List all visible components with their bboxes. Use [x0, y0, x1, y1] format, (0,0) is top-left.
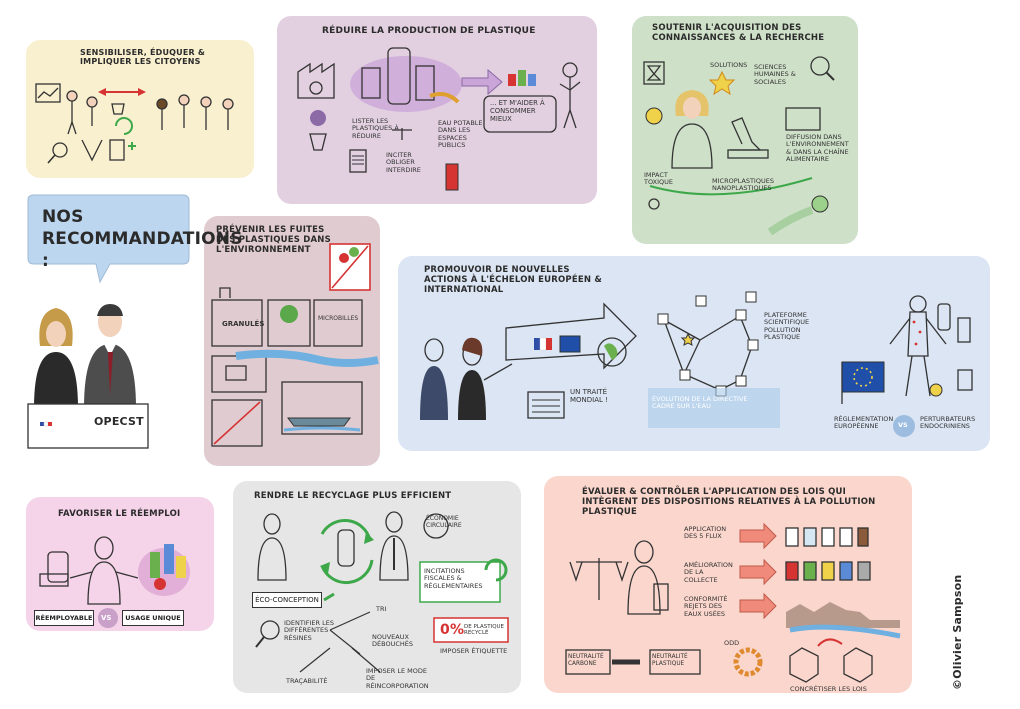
panel-reduire — [277, 16, 597, 204]
note-economie-circulaire: Économie circulaire — [426, 515, 462, 529]
note-imposer-etiquette: Imposer étiquette — [440, 647, 508, 655]
label-granules: Granulés — [222, 320, 265, 328]
note-identifier-resines: Identifier les différentes résines — [284, 619, 334, 642]
note-inciter: Inciter obliger interdire — [386, 151, 421, 174]
reemployable-box: Réemployable — [34, 610, 94, 626]
note-application-5-flux: Application des 5 flux — [684, 525, 727, 541]
note-microplastiques: Microplastiques nanoplastiques — [712, 177, 774, 193]
soutenir-title: Soutenir l'acquisition des connaissances… — [652, 23, 825, 43]
note-plastique-recycle: de plastique recyclé — [464, 624, 505, 637]
note-reglementation: Réglementation européenne — [834, 415, 894, 431]
eco-conception-box: Éco-conception — [252, 592, 322, 608]
note-consommer-mieux: ... et m'aider à consommer mieux — [490, 99, 545, 123]
panel-evaluer — [544, 476, 912, 693]
note-solutions: Solutions — [710, 61, 748, 69]
label-microbilles: Microbilles — [318, 315, 359, 322]
usage-unique-box: Usage unique — [122, 610, 184, 626]
note-nouveaux-debouches: Nouveaux débouchés — [372, 633, 413, 649]
note-lister-plastiques: Lister les plastiques à réduire — [352, 117, 399, 140]
note-neutralite-plastique: Neutralité plastique — [652, 654, 688, 667]
vs-badge: VS — [898, 421, 908, 429]
note-diffusion: Diffusion dans l'environnement & dans la… — [786, 133, 849, 164]
note-directive-eau: Évolution de la directive cadre sur l'ea… — [652, 395, 748, 411]
note-amelioration-collecte: Amélioration de la collecte — [684, 561, 733, 584]
note-perturbateurs: Perturbateurs endocriniens — [920, 415, 976, 431]
opecst-label: OPECST — [94, 415, 144, 428]
note-eau-potable: Eau potable dans les espaces publics — [438, 119, 483, 150]
note-tracabilite: Traçabilité — [286, 677, 328, 685]
note-odd: ODD — [724, 639, 740, 647]
note-impact-toxique: Impact toxique — [644, 171, 674, 187]
prevenir-title: Prévenir les fuites des plastiques dans … — [216, 225, 331, 255]
recyclage-title: Rendre le recyclage plus efficient — [254, 491, 452, 501]
reemploi-title: Favoriser le réemploi — [58, 509, 181, 519]
zero-percent: 0% — [440, 622, 465, 638]
note-conformite-eaux: Conformité rejets des eaux usées — [684, 595, 728, 618]
note-concretiser-lois: Concrétiser les lois — [790, 685, 867, 693]
evaluer-title: Évaluer & contrôler l'application des lo… — [582, 487, 876, 517]
note-tri: Tri — [376, 605, 387, 613]
author-credit: ©Olivier Sampson — [951, 574, 964, 690]
reemploi-vs: VS — [101, 614, 112, 622]
promouvoir-title: Promouvoir de nouvelles actions à l'éche… — [424, 265, 602, 295]
sensibiliser-title: Sensibiliser, éduquer & impliquer les ci… — [80, 48, 206, 67]
note-sciences-humaines: Sciences humaines & sociales — [754, 63, 796, 86]
note-plateforme: Plateforme scientifique pollution plasti… — [764, 311, 810, 342]
note-traite-mondial: Un traité mondial ! — [570, 388, 608, 405]
note-neutralite-carbone: Neutralité carbone — [568, 654, 604, 667]
reduire-title: Réduire la production de plastique — [322, 26, 536, 36]
note-incitations: Incitations fiscales & réglementaires — [424, 567, 483, 590]
note-imposer-reincorporation: Imposer le mode de réincorporation — [366, 667, 429, 690]
